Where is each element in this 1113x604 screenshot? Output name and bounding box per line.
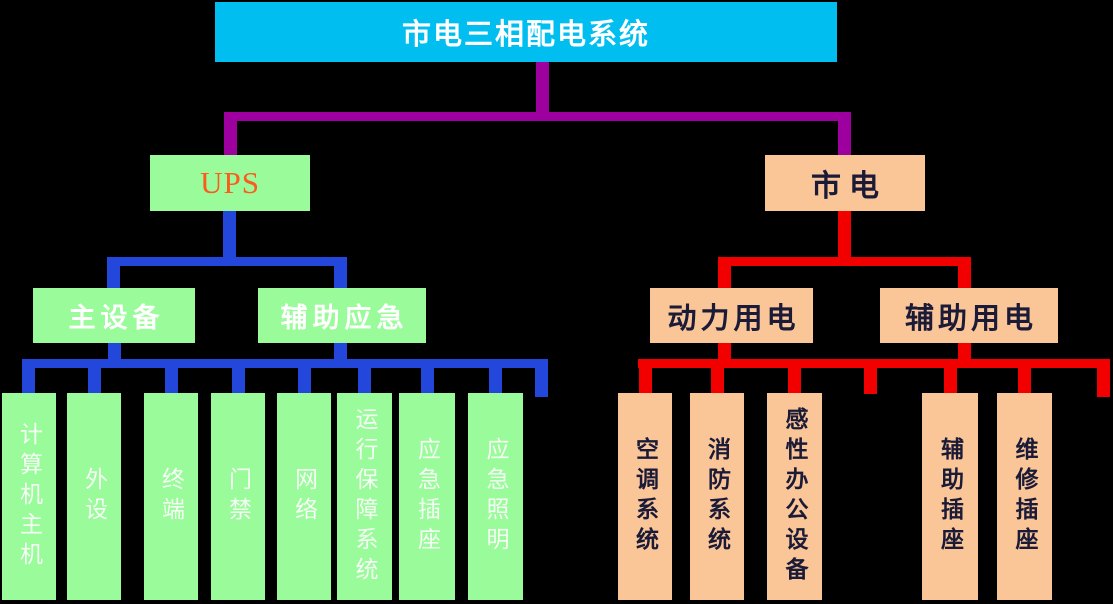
connector-leaf-stub-repair-socket — [1018, 366, 1031, 394]
leaf-access-control-label: 门禁 — [225, 466, 251, 527]
connector-mains-down — [838, 211, 851, 259]
power-use-label: 动力用电 — [667, 302, 800, 335]
leaf-fire-system: 消防系统 — [690, 393, 744, 600]
leaf-computer-host-label: 计算机主机 — [16, 421, 42, 572]
power-use-node: 动力用电 — [650, 288, 813, 343]
leaf-terminal-label: 终端 — [158, 466, 184, 527]
connector-leaf-stub-fire — [711, 366, 724, 394]
root-node-title: 市电三相配电系统 — [215, 2, 837, 62]
mains-node: 市电 — [765, 155, 925, 211]
aux-use-label: 辅助用电 — [904, 302, 1037, 335]
connector-to-main-equipment — [107, 257, 120, 290]
leaf-network-label: 网络 — [291, 466, 317, 527]
leaf-aux-socket: 辅助插座 — [922, 393, 978, 600]
leaf-operation-support: 运行保障系统 — [337, 393, 392, 600]
connector-to-mains — [838, 112, 851, 157]
leaf-terminal: 终端 — [144, 393, 198, 600]
connector-leaf-stub-operation — [358, 366, 371, 394]
leaf-aircon-system: 空调系统 — [618, 393, 672, 600]
leaf-emergency-lighting-label: 应急照明 — [483, 436, 508, 557]
connector-leaf-stub-computer — [22, 366, 35, 394]
connector-ups-leaves-horizontal — [22, 359, 548, 368]
aux-use-node: 辅助用电 — [880, 288, 1058, 343]
connector-mains-leaves-horizontal — [638, 359, 1110, 368]
connector-leaf-stub-access — [232, 366, 245, 394]
leaf-emergency-socket: 应急插座 — [399, 393, 455, 600]
connector-dangling-stub-middle — [864, 366, 877, 394]
main-equipment-label: 主设备 — [68, 303, 165, 333]
main-equipment-node: 主设备 — [33, 288, 195, 343]
ups-node: UPS — [150, 155, 310, 211]
connector-leaf-stub-office — [788, 366, 801, 394]
connector-to-aux-use — [958, 257, 971, 290]
leaf-computer-host: 计算机主机 — [2, 393, 56, 600]
connector-root-down — [536, 62, 549, 115]
leaf-repair-socket: 维修插座 — [997, 393, 1052, 600]
leaf-access-control: 门禁 — [211, 393, 265, 600]
leaf-operation-support-label: 运行保障系统 — [352, 406, 377, 587]
leaf-aux-socket-label: 辅助插座 — [937, 436, 963, 557]
connector-leaf-stub-terminal — [165, 366, 178, 394]
connector-mains-horizontal — [718, 257, 971, 266]
leaf-peripherals-label: 外设 — [81, 466, 107, 527]
connector-to-aux-emergency — [334, 257, 347, 290]
connector-ups-horizontal — [107, 257, 347, 266]
connector-leaf-stub-peripherals — [88, 366, 101, 394]
leaf-repair-socket-label: 维修插座 — [1012, 436, 1037, 557]
ups-node-label: UPS — [200, 165, 260, 200]
leaf-peripherals: 外设 — [67, 393, 121, 600]
connector-to-ups — [224, 112, 237, 157]
leaf-emergency-socket-label: 应急插座 — [414, 436, 440, 557]
connector-leaf-stub-aux-socket — [944, 366, 957, 394]
connector-mains-dangling-elbow — [1097, 359, 1110, 397]
leaf-emergency-lighting: 应急照明 — [468, 393, 523, 600]
connector-leaf-stub-emergency-socket — [421, 366, 434, 394]
aux-emergency-label: 辅助应急 — [280, 303, 409, 333]
connector-to-power-use — [718, 257, 731, 290]
connector-leaf-stub-network — [298, 366, 311, 394]
leaf-fire-system-label: 消防系统 — [704, 436, 730, 557]
leaf-inductive-office-equipment: 感性办公设备 — [767, 393, 822, 600]
aux-emergency-node: 辅助应急 — [258, 288, 426, 343]
connector-root-horizontal — [226, 112, 847, 121]
connector-leaf-stub-emergency-light — [489, 366, 502, 394]
leaf-aircon-system-label: 空调系统 — [632, 436, 658, 557]
leaf-inductive-office-equipment-label: 感性办公设备 — [782, 406, 807, 587]
root-node-label: 市电三相配电系统 — [401, 19, 650, 51]
connector-ups-dangling-elbow — [535, 359, 548, 397]
leaf-network: 网络 — [277, 393, 331, 600]
connector-leaf-stub-aircon — [639, 366, 652, 394]
connector-ups-down — [223, 211, 236, 259]
mains-node-label: 市电 — [811, 170, 887, 203]
